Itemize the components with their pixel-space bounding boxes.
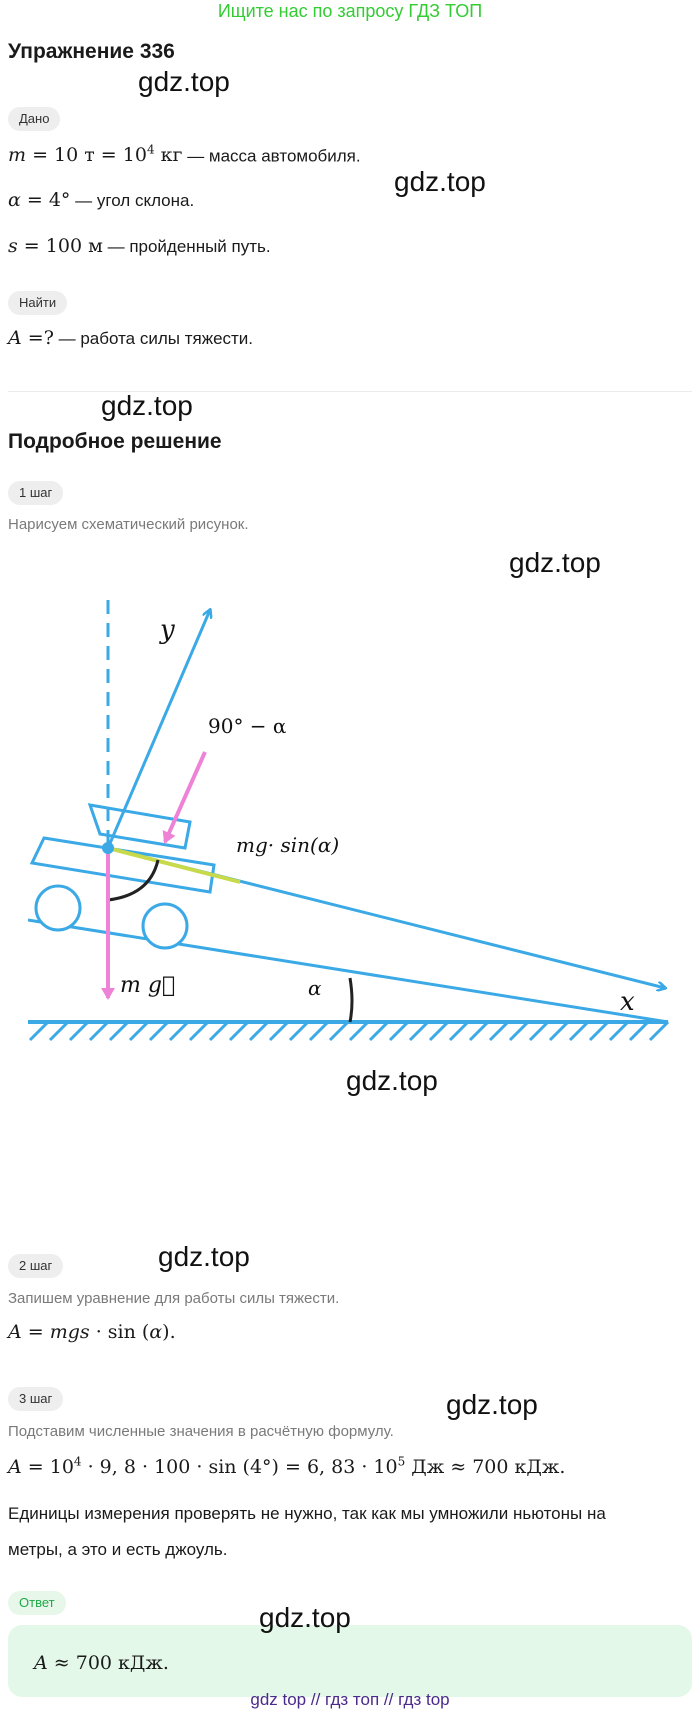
distance-description: — пройденный путь. (107, 237, 271, 256)
given-angle-line: α = 4° — угол склона. (8, 189, 194, 211)
center-of-mass-dot (102, 842, 114, 854)
step-3-text: Подставим численные значения в расчётную… (8, 1423, 394, 1440)
footer-separator: // (310, 1690, 321, 1709)
angle-description: — угол склона. (75, 191, 195, 210)
mg-sin-label: mg· sin(α) (236, 833, 339, 857)
y-axis (106, 610, 210, 849)
answer-box (8, 1625, 692, 1697)
footer-links: gdz top // гдз топ // гдз top (0, 1690, 700, 1710)
watermark: gdz.top (394, 166, 486, 197)
alpha-arc (348, 977, 354, 1023)
find-chip: Найти (8, 291, 68, 315)
incline-diagram: α y 90° − α mg· sin(α) m g⃗ x (27, 600, 670, 1042)
angle-90-minus-alpha-label: 90° − α (208, 714, 286, 738)
car (29, 803, 216, 950)
alpha-label: α (308, 976, 322, 1000)
y-label: y (159, 615, 175, 645)
watermark: gdz.top (101, 390, 193, 421)
divider (8, 391, 692, 392)
footer-link-gdz-top-ru[interactable]: гдз топ (325, 1690, 380, 1709)
ground (28, 1020, 670, 1042)
x-label: x (620, 987, 635, 1017)
footer-link-gdz-top-mixed[interactable]: гдз top (398, 1690, 450, 1709)
answer-formula: A ≈ 700 кДж. (34, 1652, 169, 1674)
mg-sin-component (107, 846, 241, 884)
note-line-1: Единицы измерения проверять не нужно, та… (8, 1504, 606, 1523)
exercise-title: Упражнение 336 (8, 40, 175, 63)
step-2-chip: 2 шаг (8, 1254, 64, 1278)
step-3-chip: 3 шаг (8, 1387, 64, 1411)
step-1-text: Нарисуем схематический рисунок. (8, 516, 249, 533)
find-description: — работа силы тяжести. (58, 329, 254, 348)
calculation-formula: A = 104 · 9, 8 · 100 · sin (4°) = 6, 83 … (8, 1455, 566, 1479)
answer-value: A ≈ 700 кДж. (34, 1652, 169, 1674)
angle-formula: α = 4° (8, 189, 71, 211)
watermark: gdz.top (259, 1602, 351, 1633)
note-line-2: метры, а это и есть джоуль. (8, 1540, 228, 1559)
find-line: A =? — работа силы тяжести. (8, 327, 253, 349)
gravity-label: m g⃗ (120, 973, 175, 998)
footer-separator: // (383, 1690, 394, 1709)
work-formula: A = mgs · sin (α). (8, 1321, 176, 1343)
incline-surface (27, 918, 669, 1024)
watermark: gdz.top (158, 1241, 250, 1272)
given-distance-line: s = 100 м — пройденный путь. (8, 235, 271, 257)
angle-pointer-arrow (162, 751, 207, 844)
search-banner: Ищите нас по запросу ГДЗ ТОП (217, 1, 483, 21)
given-chip: Дано (8, 107, 61, 131)
answer-chip: Ответ (8, 1591, 66, 1615)
mass-formula: m = 10 т = 104 кг (8, 143, 183, 167)
watermark: gdz.top (346, 1065, 438, 1096)
given-mass-line: m = 10 т = 104 кг — масса автомобиля. (8, 143, 361, 166)
step-2-text: Запишем уравнение для работы силы тяжест… (8, 1290, 340, 1307)
work-formula-line: A = mgs · sin (α). (8, 1321, 176, 1343)
footer-link-gdz-top[interactable]: gdz top (250, 1690, 307, 1709)
calculation-line: A = 104 · 9, 8 · 100 · sin (4°) = 6, 83 … (8, 1455, 565, 1478)
watermark: gdz.top (509, 547, 601, 578)
mass-description: — масса автомобиля. (187, 146, 361, 166)
step-1-chip: 1 шаг (8, 481, 64, 505)
right-angle-arc (107, 859, 160, 902)
watermark: gdz.top (138, 66, 230, 97)
watermark: gdz.top (446, 1389, 538, 1420)
work-unknown: A =? (8, 327, 54, 349)
distance-formula: s = 100 м (8, 235, 103, 257)
solution-title: Подробное решение (8, 430, 222, 453)
